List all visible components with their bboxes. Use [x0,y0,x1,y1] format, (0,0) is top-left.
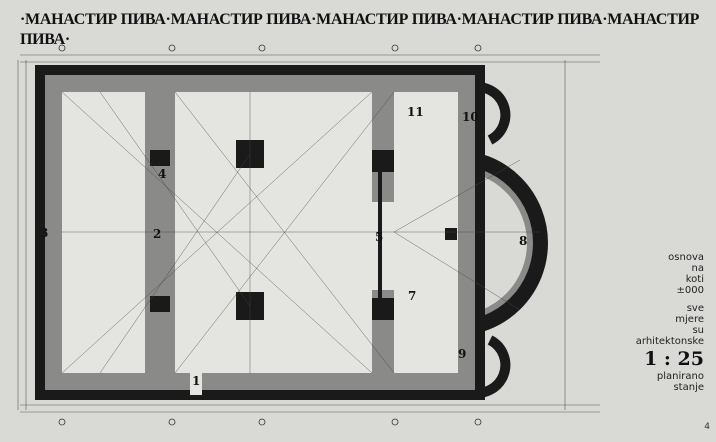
room-2: 2 [153,227,161,241]
room-numbers: 1 2 3 4 5 7 8 9 10 11 [40,105,527,388]
legend-text: na [691,263,704,274]
legend-text: mjere [675,314,704,325]
room-7: 7 [408,289,416,303]
dimension-lines [17,54,600,413]
legend-text: ±000 [676,285,704,296]
axis-markers [58,44,482,426]
main-apse [454,150,548,336]
room-5: 5 [375,230,383,244]
legend-text: koti [685,274,704,285]
room-4: 4 [158,167,166,181]
drawing-title: ·МАНАСТИР ПИВА·МАНАСТИР ПИВА·МАНАСТИР ПИ… [20,11,700,48]
room-1: 1 [192,374,200,388]
legend-text: osnova [668,252,704,263]
scale-label: 1 : 25 [644,348,704,370]
legend-text: su [692,325,704,336]
room-11: 11 [407,105,424,119]
legend-text: arhitektonske [635,336,704,347]
legend: osnova na koti ±000 sve mjere su arhitek… [592,252,704,393]
room-9: 9 [458,347,466,361]
room-8: 8 [519,234,527,248]
legend-text: sve [686,303,704,314]
legend-text: planirano [656,371,704,382]
room-3: 3 [40,226,48,240]
legend-text: stanje [673,382,704,393]
page-number: 4 [704,422,710,432]
construction-lines [61,91,540,374]
walls [35,65,485,400]
room-10: 10 [462,110,479,124]
